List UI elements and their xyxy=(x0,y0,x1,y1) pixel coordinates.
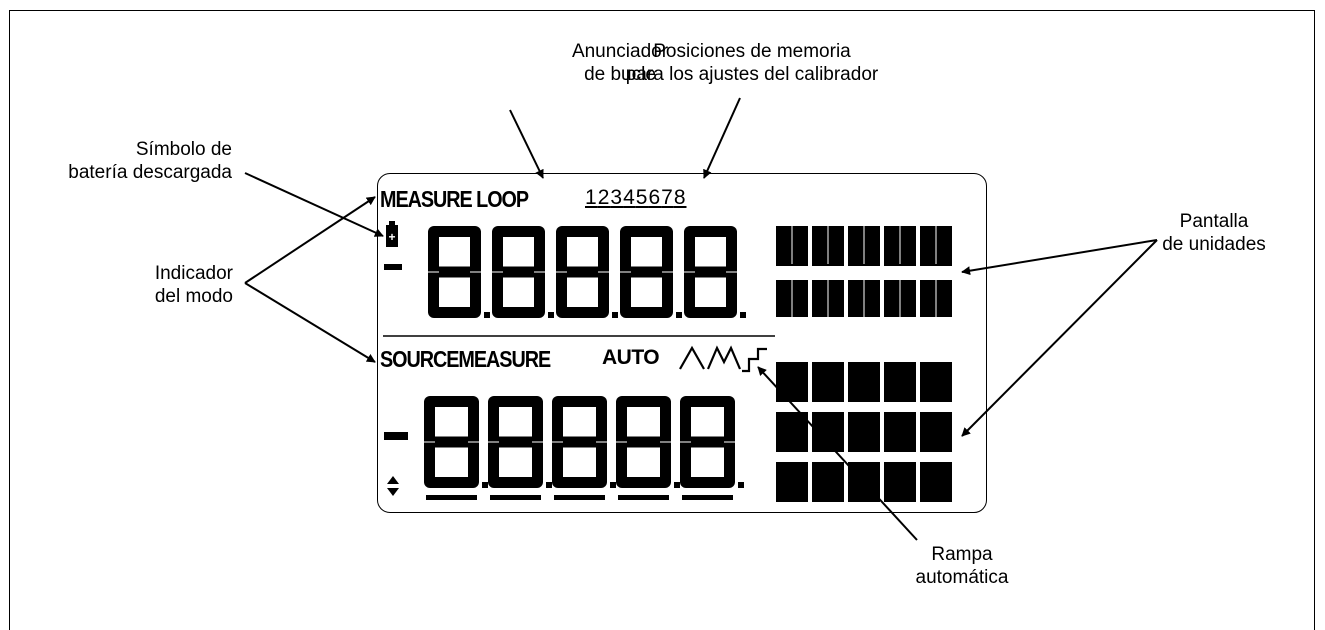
decimal-point xyxy=(548,312,554,318)
memory-digit-2: 2 xyxy=(597,186,611,209)
unit-segment xyxy=(920,412,952,452)
arrow-loop-annunciator xyxy=(509,109,544,179)
step-ramp-icon xyxy=(742,347,767,373)
digit-underline xyxy=(554,495,605,500)
source-measure-label: SOURCEMEASURE xyxy=(380,346,551,372)
unit-segment xyxy=(848,412,880,452)
lcd-display xyxy=(377,173,987,513)
battery-icon: + xyxy=(386,221,398,247)
unit-segment xyxy=(776,412,808,452)
callout-units-display: Pantalla de unidades xyxy=(1162,211,1266,255)
decimal-point xyxy=(546,482,552,488)
arrow-auto-ramp xyxy=(757,366,918,541)
up-down-arrow-icon xyxy=(387,476,399,496)
unit-segment xyxy=(920,362,952,402)
decimal-point xyxy=(738,482,744,488)
digit-underline xyxy=(490,495,541,500)
decimal-point xyxy=(612,312,618,318)
memory-digit-3: 3 xyxy=(610,186,624,209)
callout-mode-indicator: Indicador del modo xyxy=(154,263,233,307)
arrow-low-battery xyxy=(244,172,384,237)
unit-segment xyxy=(848,362,880,402)
unit-segment xyxy=(812,362,844,402)
arrow-mode-indicator-top xyxy=(244,196,376,284)
bottom-digit xyxy=(488,396,552,500)
bottom-minus-sign xyxy=(384,432,408,440)
top-digit xyxy=(556,226,618,318)
measure-loop-label: MEASURE LOOP xyxy=(380,186,529,212)
unit-segment xyxy=(776,362,808,402)
figure-frame xyxy=(9,10,1315,630)
bottom-digit xyxy=(424,396,488,500)
decimal-point xyxy=(740,312,746,318)
bottom-digit xyxy=(616,396,680,500)
memory-digit-4: 4 xyxy=(623,186,636,209)
memory-digit-6: 6 xyxy=(648,186,662,209)
callout-loop-annunciator: Anunciador de bucle xyxy=(571,41,669,85)
callout-memory-positions: Posiciones de memoria para los ajustes d… xyxy=(625,41,879,85)
top-digit xyxy=(428,226,490,318)
triangle-ramp-icon xyxy=(679,345,705,370)
arrow-mode-indicator-bottom xyxy=(244,282,376,363)
arrow-units-display-bottom xyxy=(961,239,1158,437)
digit-underline xyxy=(426,495,477,500)
top-digit-row xyxy=(428,226,746,318)
memory-digit-7: 7 xyxy=(661,186,674,209)
unit-segment xyxy=(884,362,916,402)
arrow-memory-positions xyxy=(703,97,741,179)
unit-segment xyxy=(884,462,916,502)
bottom-digit xyxy=(552,396,616,500)
callout-low-battery: Símbolo de batería descargada xyxy=(68,139,232,183)
auto-label: AUTO xyxy=(602,346,660,369)
memory-digit-8: 8 xyxy=(673,186,687,209)
unit-segment xyxy=(920,462,952,502)
callout-auto-ramp: Rampa automática xyxy=(915,544,1009,588)
memory-digit-1: 1 xyxy=(585,186,598,209)
decimal-point xyxy=(674,482,680,488)
digit-underline xyxy=(618,495,669,500)
bottom-digit xyxy=(680,396,744,500)
decimal-point xyxy=(610,482,616,488)
top-minus-sign xyxy=(384,264,402,270)
memory-digit-5: 5 xyxy=(635,186,649,209)
top-digit xyxy=(492,226,554,318)
memory-positions: 12345678 xyxy=(585,186,687,210)
arrow-units-display-top xyxy=(961,239,1158,276)
sawtooth-ramp-icon xyxy=(706,345,742,370)
decimal-point xyxy=(484,312,490,318)
digit-underline xyxy=(682,495,733,500)
ramp-icons xyxy=(679,345,767,373)
top-digit xyxy=(684,226,746,318)
decimal-point xyxy=(482,482,488,488)
unit-segment xyxy=(884,412,916,452)
decimal-point xyxy=(676,312,682,318)
unit-segment xyxy=(812,462,844,502)
svg-text:+: + xyxy=(388,230,395,244)
top-digit xyxy=(620,226,682,318)
units-display-blocks xyxy=(776,226,952,502)
bottom-digit-row xyxy=(424,396,744,500)
unit-segment xyxy=(776,462,808,502)
